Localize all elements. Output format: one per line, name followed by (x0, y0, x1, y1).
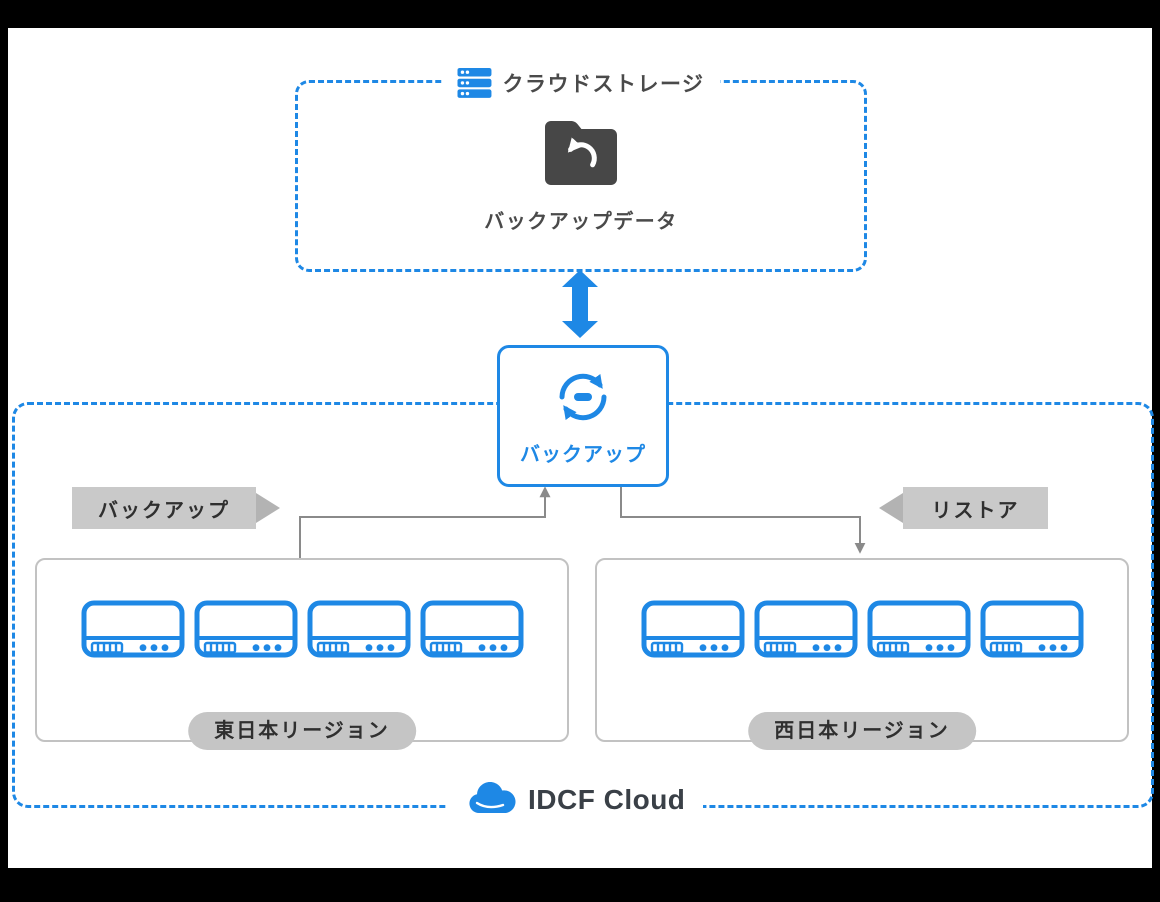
server-icon (307, 600, 411, 658)
server-icon (867, 600, 971, 658)
backup-service-label: バックアップ (520, 444, 646, 466)
server-row-west (597, 600, 1127, 658)
arrow-right-icon (256, 493, 280, 523)
cloud-storage-title: クラウドストレージ (441, 65, 721, 101)
region-west-box: 西日本リージョン (595, 558, 1129, 750)
backup-folder-icon (545, 121, 617, 185)
cloud-icon (469, 782, 516, 814)
restore-flow-label: リストア (879, 487, 1048, 529)
cloud-storage-title-label: クラウドストレージ (502, 73, 705, 96)
backup-folder-icon-wrap (537, 113, 625, 196)
restore-flow-label-text: リストア (931, 499, 1020, 522)
idcf-cloud-logo: IDCF Cloud (448, 776, 704, 824)
backup-flow-label-text: バックアップ (98, 499, 230, 522)
backup-service-box: バックアップ (497, 345, 669, 487)
idcf-cloud-brand-text: IDCF Cloud (528, 784, 686, 815)
server-stack-icon (457, 68, 492, 98)
region-east-box: 東日本リージョン (35, 558, 569, 750)
server-icon (641, 600, 745, 658)
server-icon (420, 600, 524, 658)
server-icon (754, 600, 858, 658)
server-row-east (37, 600, 567, 658)
region-east-label: 東日本リージョン (188, 712, 416, 750)
server-icon (980, 600, 1084, 658)
sync-icon (559, 373, 607, 421)
backup-data-label: バックアップデータ (484, 211, 678, 233)
server-icon (194, 600, 298, 658)
arrow-left-icon (879, 493, 903, 523)
backup-flow-label: バックアップ (72, 487, 280, 529)
server-icon (81, 600, 185, 658)
region-west-label: 西日本リージョン (748, 712, 976, 750)
cloud-storage-box: クラウドストレージ バックアップデータ (295, 65, 867, 272)
